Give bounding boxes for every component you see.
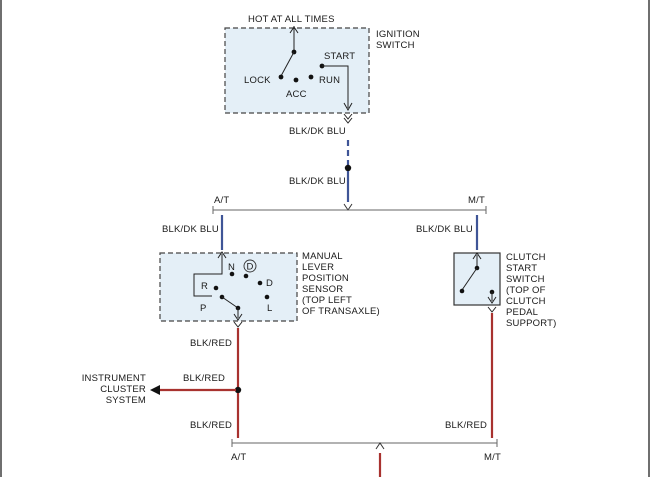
mt-blk-red-wire: BLK/RED [445,313,494,438]
clutch-output-arrow [487,296,497,304]
cluster-feed-arrowhead [150,385,160,395]
ignition-lock-terminal [278,74,284,80]
mt-branch-label-bottom: M/T [484,452,501,463]
instrument-cluster-line-2: CLUSTER [100,384,146,395]
ignition-run-terminal [308,74,314,80]
bottom-join-bus: A/T M/T [231,439,501,477]
instrument-cluster-label: INSTRUMENT CLUSTER SYSTEM [82,373,146,406]
wire-label-blk-red-3: BLK/RED [190,420,232,431]
left-edge-line [0,0,2,477]
ignition-switch-blade [280,51,295,77]
clutch-input-arrow [472,252,482,260]
run-label: RUN [319,75,340,86]
mlps-title-2: LEVER [302,262,334,273]
wire-label-blk-red-mt: BLK/RED [445,420,487,431]
blk-dk-blu-wire-top: BLK/DK BLU BLK/DK BLU [289,126,353,211]
ignition-feed-arrow [289,26,299,34]
at-branch-label-top: A/T [214,195,229,206]
instrument-cluster-line-3: SYSTEM [106,395,146,406]
mlps-d-circled-terminal [243,273,249,279]
clutch-connector-chevron [487,306,497,313]
clutch-blade-terminal [459,288,465,294]
top-split-chevron [343,203,353,211]
mlps-d-circle-ring [243,259,257,273]
wire-label-blk-dk-blu-2: BLK/DK BLU [289,176,346,187]
at-branch-label-bottom: A/T [231,452,246,463]
clutch-title-1: CLUTCH [506,252,546,263]
mlps-input-arrow [217,251,227,259]
mt-blk-dk-blu-wire: BLK/DK BLU [416,215,479,250]
connector-chevron-1 [343,113,353,120]
wire-label-blk-dk-blu-at: BLK/DK BLU [162,224,219,235]
ignition-switch-title-1: IGNITION [376,29,420,40]
splice-dot-top [344,164,352,172]
wire-label-blk-red-2: BLK/RED [183,373,225,384]
mlps-switch-blade [221,296,239,309]
wire-label-blk-dk-blu-1: BLK/DK BLU [289,126,346,137]
at-blk-dk-blu-wire: BLK/DK BLU [162,215,224,250]
start-label: START [324,51,355,62]
mlps-d-terminal [257,280,263,286]
clutch-start-switch: CLUTCH START SWITCH (TOP OF CLUTCH PEDAL… [453,252,557,329]
mlps-output-arrow [233,313,243,321]
mlps-title-5: (TOP LEFT [302,295,352,306]
hot-at-all-times-label: HOT AT ALL TIMES [248,14,335,25]
mlps-title-6: OF TRANSAXLE) [302,306,380,317]
mlps-box [159,252,298,322]
top-split-bus: A/T M/T [212,195,487,214]
mlps-title-1: MANUAL [302,251,343,262]
clutch-title-4: (TOP OF [506,285,546,296]
connector-chevron-2 [343,117,353,124]
ignition-start-output [322,65,349,108]
bottom-join-chevron [375,442,385,450]
instrument-cluster-line-1: INSTRUMENT [82,373,146,384]
mlps-title-4: SENSOR [302,284,343,295]
mlps-l-label: L [267,303,272,314]
mlps-d-label: D [266,278,273,289]
clutch-title-5: CLUTCH [506,296,546,307]
mlps-title-3: POSITION [302,273,349,284]
ignition-output-arrow [343,102,353,112]
mt-branch-label-top: M/T [468,195,485,206]
right-edge-line [648,0,650,477]
mlps-connector-chevron [233,321,243,328]
lock-label: LOCK [244,75,271,86]
wire-label-blk-dk-blu-mt: BLK/DK BLU [416,224,473,235]
mlps-r-terminal [213,285,219,291]
ignition-acc-terminal [293,77,299,83]
ignition-switch-title-2: SWITCH [376,40,415,51]
mlps-p-label: P [200,303,207,314]
clutch-title-6: PEDAL [506,307,538,318]
at-blk-red-wire: BLK/RED BLK/RED BLK/RED [150,328,242,438]
mlps-rp-jumper [193,268,223,297]
clutch-title-7: SUPPORT) [506,318,557,329]
mlps-n-label: N [228,262,235,273]
clutch-title-2: START [506,263,537,274]
mlps-n-terminal [229,271,235,277]
ignition-switch: HOT AT ALL TIMES IGNITION SWITCH LOCK AC… [224,14,420,124]
manual-lever-position-sensor: N D D R P L MANUAL LEVER POSITION SENSOR… [159,251,380,328]
clutch-title-3: SWITCH [506,274,545,285]
acc-label: ACC [286,89,307,100]
ignition-switch-box [224,27,370,114]
mlps-d-circled-label: D [247,262,254,273]
mlps-r-label: R [201,281,208,292]
splice-dot-cluster [234,386,242,394]
wire-label-blk-red-1: BLK/RED [190,338,232,349]
mlps-l-terminal [264,294,270,300]
clutch-switch-blade [461,267,478,291]
